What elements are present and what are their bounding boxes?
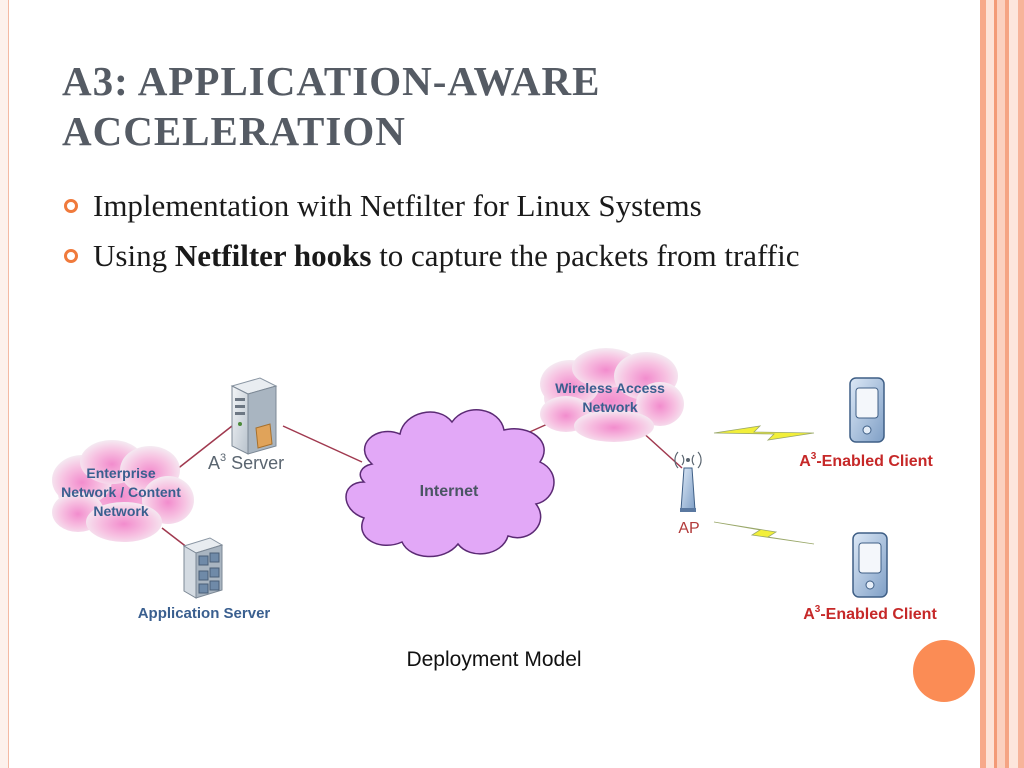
bullet-2-pre: Using <box>93 238 175 273</box>
tower-server-icon <box>230 377 278 455</box>
ap-label: AP <box>678 520 699 537</box>
left-frame-border <box>0 0 9 768</box>
enterprise-label-line-3: Network <box>93 503 148 519</box>
wifi-antenna-icon <box>674 451 702 512</box>
enterprise-label-line-1: Enterprise <box>86 465 155 481</box>
a3-server-label: A3 Server <box>208 452 284 473</box>
wireless-label-line-2: Network <box>582 399 637 415</box>
internet-cloud <box>345 409 555 558</box>
line-a3server-to-internet <box>282 425 363 463</box>
enterprise-network-cloud: Enterprise Network / Content Network <box>52 440 194 542</box>
ring-bullet-icon <box>64 249 78 263</box>
bullet-1-text: Implementation with Netfilter for Linux … <box>93 188 702 223</box>
diagram-caption: Deployment Model <box>406 648 582 671</box>
wireless-bolt-icon-top <box>713 425 815 441</box>
slide-title: A3: APPLICATION-AWARE ACCELERATION <box>62 56 762 156</box>
title-line-2: ACCELERATION <box>62 108 406 154</box>
title-line-1: A3: APPLICATION-AWARE <box>62 58 601 104</box>
wireless-label-line-1: Wireless Access <box>555 380 665 396</box>
bullet-2-post: to capture the packets from traffic <box>371 238 800 273</box>
ring-bullet-icon <box>64 199 78 213</box>
wireless-bolt-icon-bottom <box>713 521 815 545</box>
client-label-top: A3-Enabled Client <box>799 451 933 470</box>
decorative-orange-circle <box>913 640 975 702</box>
bullet-2-bold: Netfilter hooks <box>174 238 372 273</box>
right-decorative-stripes <box>980 0 1024 768</box>
bullet-list: Implementation with Netfilter for Linux … <box>62 186 862 286</box>
enterprise-label-line-2: Network / Content <box>61 484 181 500</box>
rack-server-icon <box>182 537 224 599</box>
line-enterprise-to-appserver <box>161 527 189 549</box>
pda-device-icon-top <box>849 377 885 443</box>
bullet-item-1: Implementation with Netfilter for Linux … <box>62 186 862 226</box>
wireless-access-network-cloud: Wireless Access Network <box>540 348 684 442</box>
line-enterprise-to-a3server <box>175 425 233 471</box>
pda-device-icon-bottom <box>852 532 888 598</box>
application-server-label: Application Server <box>138 605 271 622</box>
internet-label: Internet <box>420 483 479 500</box>
client-label-bottom: A3-Enabled Client <box>803 604 937 623</box>
bullet-item-2: Using Netfilter hooks to capture the pac… <box>62 236 853 276</box>
